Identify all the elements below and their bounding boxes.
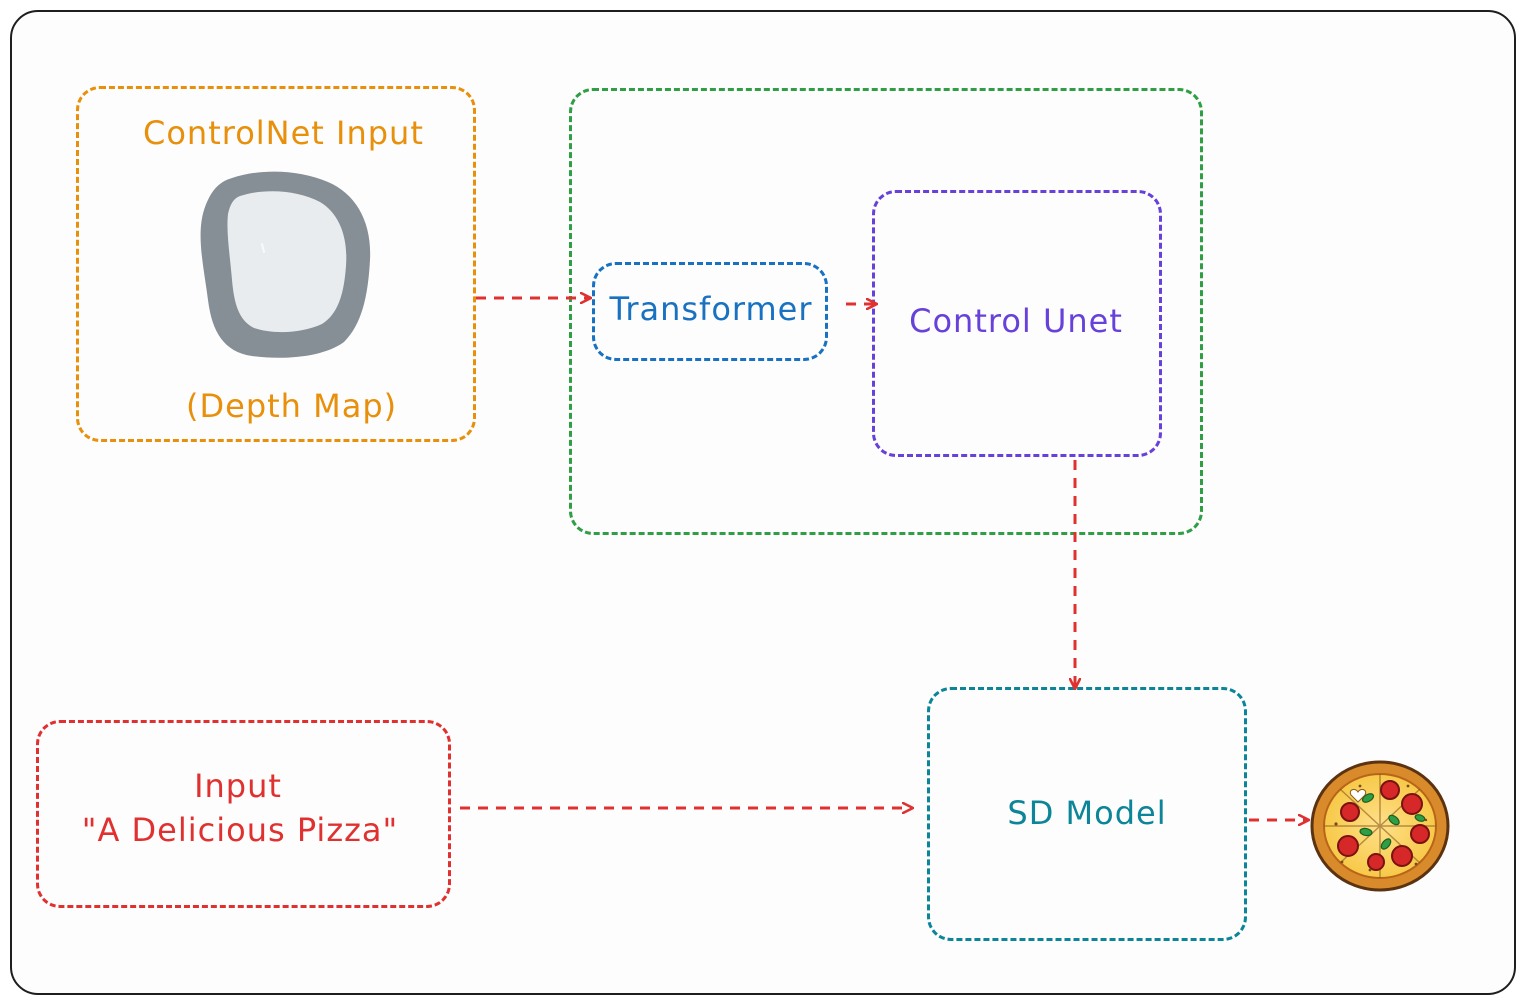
sd-model-box [927,687,1247,941]
transformer-label: Transformer [609,290,813,328]
text-input-box [36,720,451,908]
sd-model-label: SD Model [1007,794,1167,832]
controlnet-input-box [76,86,476,442]
controlnet-container-box [569,88,1203,535]
control-unet-label: Control Unet [909,302,1123,340]
controlnet-input-caption: (Depth Map) [186,387,398,425]
controlnet-input-title: ControlNet Input [143,114,424,152]
control-unet-box [872,190,1162,457]
text-input-line1: Input [194,767,282,805]
transformer-box [592,262,828,361]
text-input-line2: "A Delicious Pizza" [81,811,399,849]
